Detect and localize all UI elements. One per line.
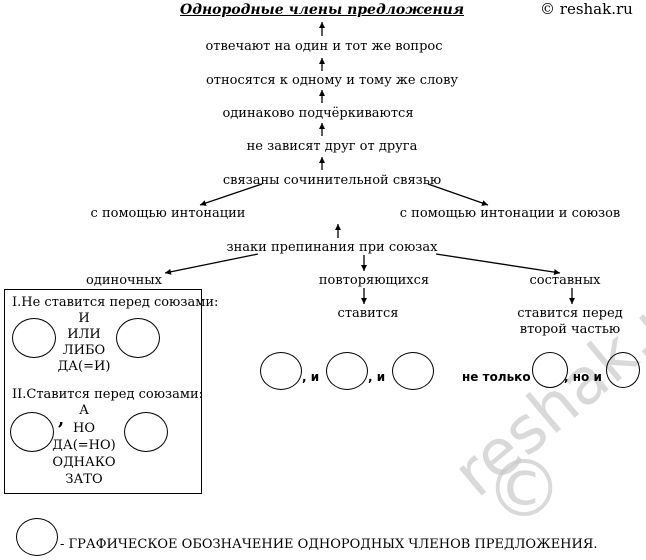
compound-part-2: , но и	[564, 370, 602, 384]
union-repeating: повторяющихся	[318, 273, 430, 288]
rule-2-item: ОДНАКО	[52, 455, 116, 470]
homogeneous-member-oval	[606, 352, 640, 388]
rule-1-item: ИЛИ	[67, 327, 101, 342]
chain-item-4: не зависят друг от друга	[246, 139, 418, 154]
legend-oval	[16, 518, 58, 556]
rule-2-item: ДА(=НО)	[52, 438, 116, 453]
rule-1-item: И	[78, 311, 90, 326]
rule-2-comma: ,	[58, 409, 65, 430]
homogeneous-member-oval	[12, 318, 56, 358]
homogeneous-member-oval	[326, 352, 368, 390]
union-single: одиночных	[86, 273, 162, 288]
homogeneous-member-oval	[532, 352, 568, 388]
arrow-to-compound	[435, 253, 561, 276]
chain-item-2: относятся к одному и тому же слову	[205, 73, 459, 88]
arrow-right-branch	[427, 183, 489, 206]
rule-1-item: ЛИБО	[62, 343, 106, 358]
repeating-rule: ставится	[337, 306, 399, 321]
legend-text: - ГРАФИЧЕСКОЕ ОБОЗНАЧЕНИЕ ОДНОРОДНЫХ ЧЛЕ…	[60, 537, 598, 552]
compound-rule-line-2: второй частью	[519, 322, 621, 337]
rule-2-item: А	[79, 403, 89, 418]
repeating-separator-1: , и	[302, 370, 320, 384]
branch-right: с помощью интонации и союзов	[399, 206, 621, 221]
single-union-rules-box	[4, 289, 202, 494]
rule-1-title: I.Не ставится перед союзами:	[12, 295, 219, 310]
repeating-separator-2: , и	[368, 370, 386, 384]
rule-2-item: НО	[73, 421, 95, 436]
chain-item-5: связаны сочинительной связью	[222, 173, 442, 188]
compound-part-1: не только	[462, 370, 531, 384]
arrow-to-single	[164, 253, 259, 275]
branch-left: с помощью интонации	[90, 206, 246, 221]
homogeneous-member-oval	[392, 352, 434, 390]
rule-2-item: ЗАТО	[65, 472, 103, 487]
chain-item-1: отвечают на один и тот же вопрос	[205, 39, 443, 54]
compound-rule-line-1: ставится перед	[517, 306, 623, 321]
homogeneous-member-oval	[10, 412, 54, 452]
rule-2-title: II.Ставится перед союзами:	[12, 387, 204, 402]
diagram-title: Однородные члены предложения	[180, 2, 464, 18]
homogeneous-member-oval	[124, 412, 168, 452]
arrow-left-branch	[199, 183, 263, 206]
chain-item-3: одинаково подчёркиваются	[222, 106, 414, 121]
watermark-copyright-icon: ©	[485, 445, 563, 535]
homogeneous-member-oval	[260, 352, 302, 390]
homogeneous-member-oval	[116, 318, 160, 358]
union-compound: составных	[529, 273, 601, 288]
copyright-text: © reshak.ru	[540, 0, 633, 18]
punctuation-label: знаки препинания при союзах	[226, 240, 438, 255]
rule-1-item: ДА(=И)	[57, 359, 111, 374]
